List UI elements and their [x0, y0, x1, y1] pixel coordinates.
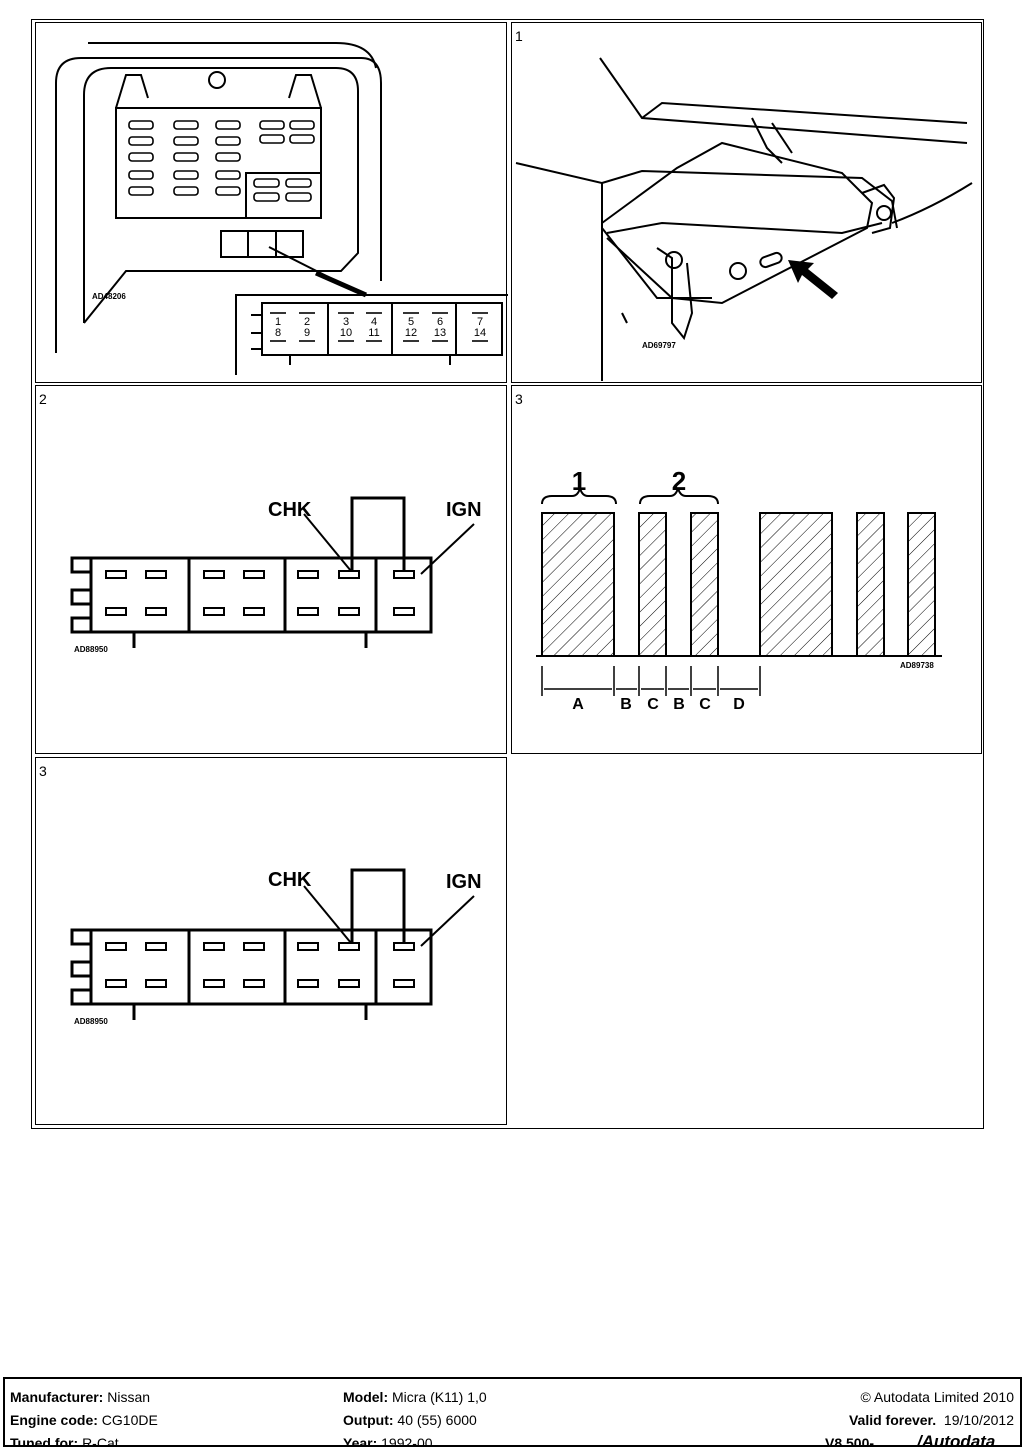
group-1-label: 1 [572, 466, 586, 496]
svg-text:5: 5 [408, 316, 414, 328]
terminal-slots [105, 942, 415, 988]
svg-text:4: 4 [371, 316, 377, 328]
svg-text:8: 8 [275, 327, 281, 339]
svg-text:B: B [673, 696, 685, 713]
ign-label: IGN [446, 499, 482, 521]
fusebox-drawing: AD48206 1 2 3 4 5 6 7 8 9 10 11 12 13 14 [55, 42, 508, 375]
figure-code: AD89738 [900, 661, 934, 670]
flash-code-drawing: 1 2 AD89738 A B C B [536, 466, 942, 713]
svg-text:11: 11 [368, 327, 379, 339]
svg-text:3: 3 [343, 316, 349, 328]
ign-label: IGN [446, 871, 482, 893]
figure-number: 3 [515, 391, 523, 407]
tuned-for-row: Tuned for: R-Cat [10, 1435, 119, 1447]
connector-drawing: CHK IGN AD88950 [70, 868, 482, 1026]
version: V8.500- [825, 1435, 875, 1447]
figure-code: AD88950 [74, 1017, 108, 1026]
svg-text:9: 9 [304, 327, 310, 339]
svg-text:13: 13 [434, 327, 446, 339]
figure-number: 1 [515, 28, 523, 44]
figure-ecu-location: 1 AD69797 [511, 22, 982, 383]
svg-text:C: C [699, 696, 711, 713]
interval-markers [541, 666, 761, 696]
autodata-logo: /Autodata [917, 1432, 996, 1447]
connector-pin-numbers: 1 2 3 4 5 6 7 8 9 10 11 12 13 14 [275, 316, 486, 339]
figure-code: AD88950 [74, 645, 108, 654]
chk-label: CHK [268, 869, 312, 891]
engine-code-row: Engine code: CG10DE [10, 1412, 158, 1428]
svg-text:A: A [572, 696, 584, 713]
figure-grid [31, 19, 984, 1129]
svg-text:D: D [733, 696, 745, 713]
svg-text:14: 14 [474, 327, 486, 339]
figure-connector-bridge-2: 3 CHK IGN AD889 [35, 757, 507, 1125]
figure-fusebox: AD48206 1 2 3 4 5 6 7 8 9 10 11 12 13 14 [35, 22, 508, 383]
connector-drawing: CHK IGN AD88950 [70, 496, 482, 654]
figure-code: AD48206 [92, 292, 126, 301]
copyright: © Autodata Limited 2010 [860, 1389, 1014, 1405]
group-2-label: 2 [672, 466, 686, 496]
figure-number: 2 [39, 391, 47, 407]
figure-connector-bridge: 2 CHK IGN AD889 [35, 385, 507, 754]
ecu-drawing: AD69797 [515, 57, 973, 381]
validity-row: Valid forever. 19/10/2012 [848, 1412, 1014, 1428]
chk-label: CHK [268, 499, 312, 521]
svg-text:2: 2 [304, 316, 310, 328]
svg-text:C: C [647, 696, 659, 713]
model-row: Model: Micra (K11) 1,0 [343, 1389, 487, 1405]
pulse-bars [541, 512, 936, 657]
interval-labels: A B C B C D [572, 696, 745, 713]
figure-flash-code: 3 1 2 AD89738 [511, 385, 982, 754]
svg-text:B: B [620, 696, 632, 713]
figure-code: AD69797 [642, 341, 676, 350]
svg-text:1: 1 [275, 316, 281, 328]
diagnostic-connector [235, 294, 508, 375]
figure-number: 3 [39, 763, 47, 779]
svg-text:6: 6 [437, 316, 443, 328]
fuse-slots [128, 120, 315, 202]
year-row: Year: 1992-00 [343, 1435, 433, 1447]
svg-text:12: 12 [405, 327, 417, 339]
terminal-slots [105, 570, 415, 616]
svg-text:10: 10 [340, 327, 352, 339]
svg-text:7: 7 [477, 316, 483, 328]
document-footer: Manufacturer: Nissan Engine code: CG10DE… [3, 1377, 1022, 1447]
output-row: Output: 40 (55) 6000 [343, 1412, 477, 1428]
manufacturer-row: Manufacturer: Nissan [10, 1389, 151, 1405]
